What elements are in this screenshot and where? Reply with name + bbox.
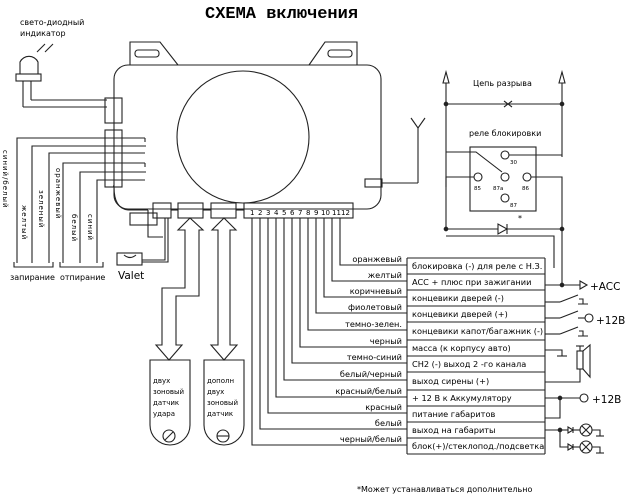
harness-wire <box>291 218 407 364</box>
acc-terminal-label: +ACC <box>590 281 620 293</box>
break-circuit-label: Цепь разрыва <box>473 79 532 88</box>
svg-text:двух: двух <box>153 377 170 385</box>
svg-text:1: 1 <box>250 209 254 217</box>
shock-sensor-arrow <box>154 217 205 361</box>
harness-wire <box>251 218 407 446</box>
shock-sensor: двух зоновый датчик удара <box>149 359 191 446</box>
wire-color-label: красный/белый <box>335 386 402 396</box>
svg-text:датчик: датчик <box>153 399 179 407</box>
locking-group-label: запирание <box>10 273 55 282</box>
diode-note-mark: * <box>518 214 522 223</box>
wire-function-label: концевики дверей (+) <box>412 309 508 319</box>
harness-wire <box>339 218 407 266</box>
harness-wire <box>315 218 407 314</box>
wire-color-label: красный <box>365 402 402 412</box>
svg-text:двух: двух <box>207 388 224 396</box>
svg-text:оранжевый: оранжевый <box>54 168 62 219</box>
wire-color-label: белый <box>375 418 402 428</box>
svg-text:12: 12 <box>341 209 350 217</box>
relay-pin-85: 85 <box>474 186 481 192</box>
wire-color-label: белый/черный <box>340 369 402 379</box>
wire-function-label: CH2 (-) выход 2 -го канала <box>412 359 526 369</box>
wire-function-label: концевики капот/багажник (-) <box>412 326 543 336</box>
harness-wire <box>307 218 407 331</box>
wire-color-label: черный <box>370 336 402 346</box>
svg-text:3: 3 <box>266 209 270 217</box>
svg-text:10: 10 <box>321 209 330 217</box>
lock-wires <box>16 137 146 263</box>
svg-text:дополн: дополн <box>207 377 234 385</box>
wire-function-label: блок(+)/стеклопод./подсветка <box>412 441 544 451</box>
led-icon <box>15 43 107 108</box>
relay-pin-87: 87 <box>510 203 517 209</box>
svg-text:8: 8 <box>306 209 310 217</box>
led-label-1: свето-диодный <box>20 18 84 27</box>
harness-wire <box>267 218 407 414</box>
wire-color-label: коричневый <box>350 286 402 296</box>
wire-harness <box>251 218 407 446</box>
unlocking-bracket <box>59 262 104 268</box>
svg-text:белый: белый <box>70 214 78 242</box>
svg-text:6: 6 <box>290 209 295 217</box>
diagram-title: СХЕМА включения <box>205 5 358 24</box>
wire-function-label: концевики дверей (-) <box>412 293 504 303</box>
relay-title: реле блокировки <box>469 129 541 138</box>
wire-function-label: + 12 В к Аккумулятору <box>412 393 512 403</box>
v12-terminal-top-label: +12В <box>596 315 625 327</box>
harness-wire <box>331 218 407 282</box>
wire-function-label: ACC + плюс при зажигании <box>412 277 531 287</box>
relay-pin-86: 86 <box>522 186 529 192</box>
svg-text:синий: синий <box>86 214 94 241</box>
harness-wire <box>259 218 407 430</box>
wire-color-label: оранжевый <box>352 254 402 264</box>
wire-color-label: фиолетовый <box>348 302 402 312</box>
extra-sensor-arrow <box>209 217 239 361</box>
extra-sensor: дополн двух зоновый датчик <box>203 359 245 446</box>
valet-label: Valet <box>118 270 144 282</box>
relay-pin-87a: 87а <box>493 186 503 192</box>
svg-text:зоновый: зоновый <box>207 399 238 407</box>
svg-text:датчик: датчик <box>207 410 233 418</box>
right-terminals <box>545 280 604 454</box>
svg-text:4: 4 <box>274 209 279 217</box>
wire-color-label: желтый <box>368 270 402 280</box>
wire-function-label: блокировка (-) для реле с Н.З. <box>412 261 542 271</box>
unlocking-group-label: отпирание <box>60 273 105 282</box>
footnote: *Может устанавливаться дополнительно <box>357 485 532 494</box>
wire-function-label: выход на габариты <box>412 425 496 435</box>
svg-text:зоновый: зоновый <box>153 388 184 396</box>
valet-button-icon <box>113 186 169 266</box>
svg-text:удара: удара <box>153 410 175 418</box>
alarm-control-unit <box>104 41 426 219</box>
svg-text:9: 9 <box>314 209 318 217</box>
wire-color-label: черный/белый <box>340 434 402 444</box>
function-table: блокировка (-) для реле с Н.З. оранжевыйA… <box>335 254 546 455</box>
svg-text:2: 2 <box>258 209 262 217</box>
wire-function-label: выход сирены (+) <box>412 376 489 386</box>
svg-text:7: 7 <box>298 209 302 217</box>
wire-function-label: масса (к корпусу авто) <box>412 343 511 353</box>
svg-text:зеленый: зеленый <box>37 190 45 228</box>
locking-bracket <box>13 262 54 268</box>
svg-text:синий/белый: синий/белый <box>1 150 9 209</box>
svg-text:11: 11 <box>332 209 341 217</box>
wire-color-label: темно-зелен. <box>345 319 402 329</box>
harness-wire <box>323 218 407 298</box>
relay-pin-30: 30 <box>510 160 517 166</box>
harness-wire <box>275 218 407 398</box>
wire-function-label: питание габаритов <box>412 409 495 419</box>
harness-wire <box>283 218 407 381</box>
lock-wire-labels: синий/белый желтый зеленый оранжевый бел… <box>1 150 94 242</box>
svg-text:желтый: желтый <box>20 205 28 240</box>
svg-text:5: 5 <box>282 209 286 217</box>
wire-color-label: темно-синий <box>347 352 402 362</box>
led-label-2: индикатор <box>20 29 66 38</box>
harness-wire <box>299 218 407 348</box>
v12-terminal-bottom-label: +12В <box>592 394 621 406</box>
connector-pin-numbers: 1 2 3 4 5 6 7 8 9 10 11 12 <box>250 209 350 217</box>
blocking-relay <box>442 69 566 284</box>
